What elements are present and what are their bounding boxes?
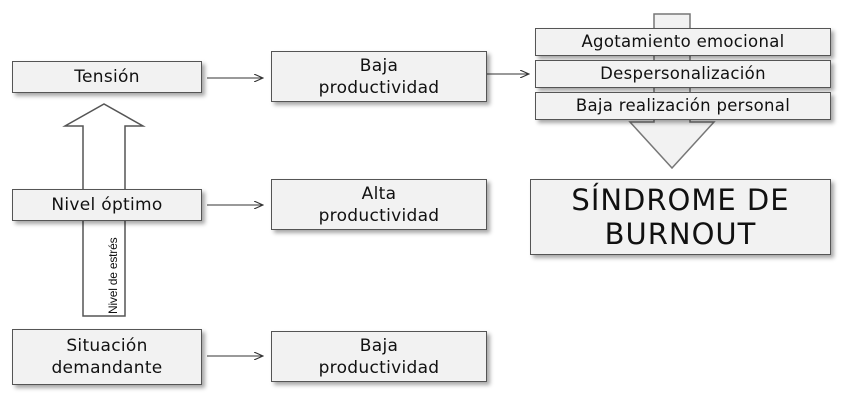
low-productivity-top-label: Baja productividad	[318, 55, 440, 98]
low-productivity-bottom-label: Baja productividad	[318, 335, 440, 378]
burnout-dimension-label: Despersonalización	[600, 64, 766, 83]
burnout-dimension-depersonalization: Despersonalización	[535, 60, 831, 88]
burnout-dimension-emotional-exhaustion: Agotamiento emocional	[535, 28, 831, 56]
burnout-syndrome-label: SÍNDROME DE BURNOUT	[571, 183, 790, 251]
burnout-dimension-label: Baja realización personal	[575, 96, 791, 115]
high-productivity-box: Alta productividad	[271, 179, 487, 230]
high-productivity-label: Alta productividad	[318, 183, 440, 226]
burnout-syndrome-box: SÍNDROME DE BURNOUT	[530, 179, 831, 255]
optimal-level-box: Nivel óptimo	[12, 189, 202, 221]
demanding-situation-label: Situación demandante	[51, 336, 163, 378]
optimal-level-label: Nivel óptimo	[51, 195, 163, 215]
low-productivity-bottom-box: Baja productividad	[271, 331, 487, 382]
low-productivity-top-box: Baja productividad	[271, 51, 487, 102]
tension-box: Tensión	[12, 61, 202, 93]
stress-level-axis-label: Nivel de estrés	[106, 237, 120, 314]
demanding-situation-box: Situación demandante	[12, 329, 202, 385]
burnout-dimension-label: Agotamiento emocional	[581, 32, 785, 51]
tension-label: Tensión	[74, 67, 140, 87]
burnout-dimension-low-personal-accomplishment: Baja realización personal	[535, 92, 831, 120]
